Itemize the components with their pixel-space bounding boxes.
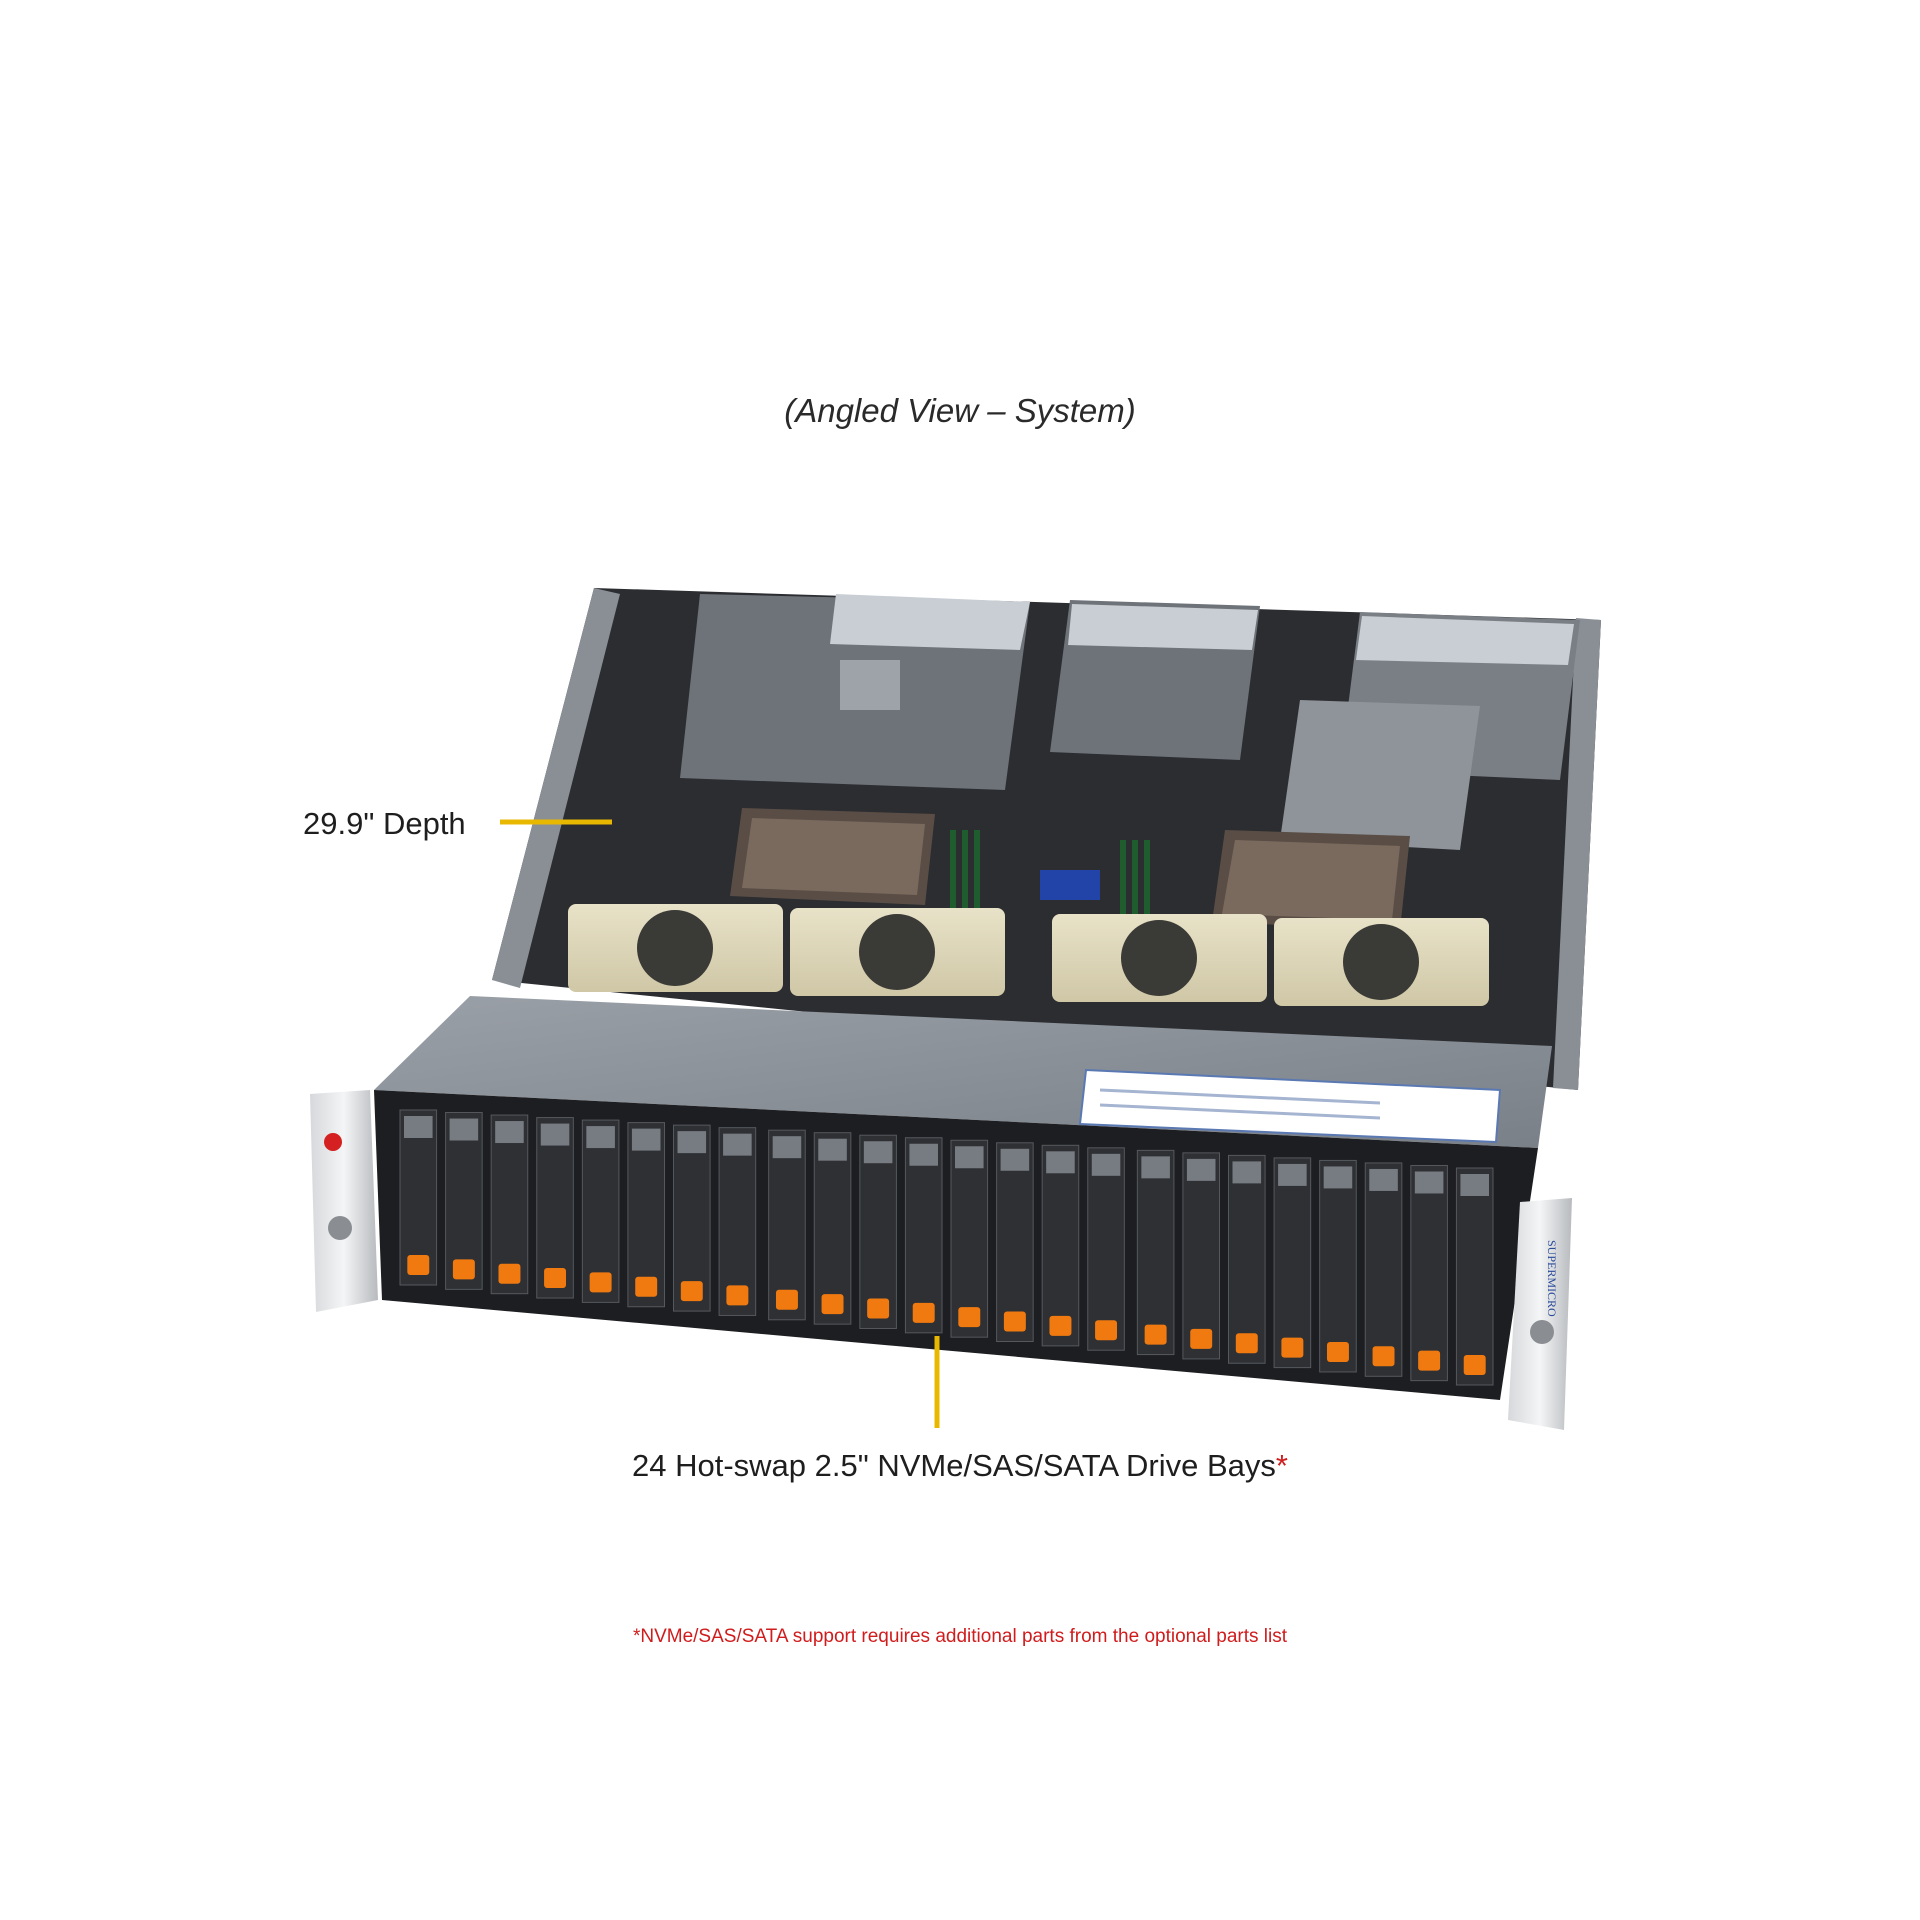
drive-bay[interactable] [813,1132,852,1325]
drive-bay[interactable] [1087,1147,1125,1351]
drive-release-tab[interactable] [1372,1346,1395,1367]
drive-bay-latch[interactable] [955,1146,984,1169]
drive-release-tab[interactable] [498,1263,521,1284]
drive-release-tab[interactable] [589,1272,612,1293]
drive-bay-latch[interactable] [1414,1171,1444,1194]
cpu-heatsink-left [730,808,935,905]
drive-release-tab[interactable] [1326,1341,1349,1362]
rack-ear-left [310,1090,378,1312]
drive-bay-latch[interactable] [772,1136,802,1159]
drive-bay-latch[interactable] [1000,1148,1030,1171]
pcie-riser-center [1050,600,1260,760]
brand-logo: SUPERMICRO [1545,1240,1559,1317]
drive-bay-latch[interactable] [449,1118,479,1141]
drive-bays [399,1109,1494,1386]
drive-bay[interactable] [1273,1157,1312,1369]
drive-release-tab[interactable] [1235,1333,1258,1354]
drive-bay-latch[interactable] [1186,1158,1216,1181]
drive-bay[interactable] [1455,1167,1494,1386]
drive-bay[interactable] [904,1137,943,1334]
drive-release-tab[interactable] [1463,1355,1486,1375]
cpu-heatsink-right [1212,830,1410,930]
drive-bay-latch[interactable] [1141,1156,1170,1179]
drive-bay-latch[interactable] [586,1126,615,1149]
drive-bay[interactable] [1228,1154,1266,1364]
drive-bay-latch[interactable] [631,1128,661,1151]
chassis-interior [492,588,1601,1090]
dimm-slots [950,830,1150,950]
drive-release-tab[interactable] [958,1307,981,1328]
drive-release-tab[interactable] [912,1302,935,1323]
rack-ear-right: SUPERMICRO [1508,1198,1572,1430]
figure-caption: (Angled View – System) [784,392,1136,429]
drive-bay-latch[interactable] [723,1133,752,1156]
drive-bay-latch[interactable] [1046,1151,1075,1174]
drive-bay-latch[interactable] [1278,1163,1307,1186]
drive-release-tab[interactable] [867,1298,890,1319]
drive-release-tab[interactable] [1190,1328,1213,1349]
drive-bay[interactable] [1041,1144,1080,1347]
drive-release-tab[interactable] [1418,1350,1441,1371]
drive-bay[interactable] [673,1124,711,1312]
drive-bays-callout-text: 24 Hot-swap 2.5" NVMe/SAS/SATA Drive Bay… [632,1448,1276,1483]
drive-bay[interactable] [950,1139,989,1338]
drive-bay[interactable] [859,1134,897,1329]
drive-release-tab[interactable] [452,1259,475,1280]
drive-bay-latch[interactable] [1460,1174,1489,1196]
drive-bay[interactable] [1410,1164,1448,1382]
depth-callout-label: 29.9" Depth [303,806,466,841]
drive-bay-latch[interactable] [1091,1153,1121,1176]
drive-bay[interactable] [627,1122,666,1308]
drive-release-tab[interactable] [1281,1337,1304,1358]
drive-bay[interactable] [1319,1159,1357,1373]
drive-bay[interactable] [768,1129,806,1321]
drive-bays-callout-label: 24 Hot-swap 2.5" NVMe/SAS/SATA Drive Bay… [0,1448,1920,1484]
drive-release-tab[interactable] [1144,1324,1167,1345]
drive-bay-latch[interactable] [863,1141,893,1164]
footnote: *NVMe/SAS/SATA support requires addition… [632,1626,1288,1647]
pcie-riser-left [680,594,1030,790]
footnote-asterisk: * [1275,1448,1288,1483]
drive-bay[interactable] [996,1142,1034,1343]
drive-bay-latch[interactable] [677,1131,707,1154]
drive-bay[interactable] [1136,1149,1175,1356]
drive-release-tab[interactable] [775,1289,798,1310]
drive-bay-latch[interactable] [404,1116,433,1138]
drive-release-tab[interactable] [544,1268,567,1289]
drive-bay[interactable] [1182,1152,1220,1360]
drive-release-tab[interactable] [680,1281,703,1302]
drive-bay-latch[interactable] [1369,1168,1398,1191]
drive-release-tab[interactable] [635,1276,658,1297]
drive-release-tab[interactable] [1095,1320,1118,1341]
drive-bay[interactable] [536,1117,574,1299]
pcie-riser-right [1280,612,1580,850]
drive-release-tab[interactable] [407,1255,430,1275]
drive-bay[interactable] [581,1119,620,1303]
spec-label-sticker [1078,1068,1502,1144]
drive-bay-latch[interactable] [909,1143,938,1166]
drive-release-tab[interactable] [1003,1311,1026,1332]
cooling-fans [568,904,1489,1006]
drive-bay-latch[interactable] [1232,1161,1262,1184]
drive-bay-latch[interactable] [1323,1166,1353,1189]
drive-bay[interactable] [1364,1162,1403,1377]
drive-release-tab[interactable] [821,1294,844,1315]
drive-release-tab[interactable] [726,1285,749,1306]
drive-bay-latch[interactable] [818,1138,847,1161]
power-button-icon[interactable] [324,1133,342,1151]
drive-release-tab[interactable] [1049,1315,1072,1336]
drive-bay-latch[interactable] [540,1123,570,1146]
drive-bay[interactable] [718,1127,757,1316]
drive-bay-latch[interactable] [495,1121,524,1144]
